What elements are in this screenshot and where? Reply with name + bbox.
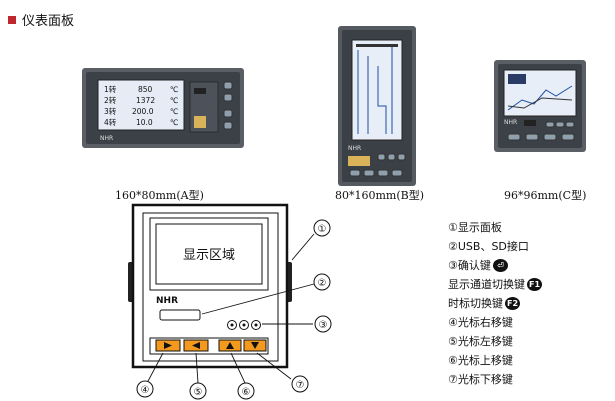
diagram-brand: NHR — [156, 296, 178, 306]
callout-1: ① — [318, 224, 327, 235]
legend-item-1: ①显示面板 — [448, 221, 502, 234]
legend-item-3: ③确认键⏎ — [448, 256, 542, 275]
diagram-left-arrow-icon — [192, 342, 200, 349]
legend-item-7: ⑦光标下移键 — [448, 373, 513, 386]
device-b-key5[interactable] — [363, 169, 375, 177]
device-a-key1[interactable] — [223, 81, 233, 90]
device-a-row1-val: 850 — [138, 85, 153, 94]
device-a-row3-ch: 3转 — [104, 106, 117, 116]
device-a-row3-val: 200.0 — [132, 107, 154, 116]
device-a-row2-ch: 2转 — [104, 95, 117, 105]
device-b-key6[interactable] — [377, 169, 389, 177]
device-a-row3-unit: ℃ — [170, 107, 178, 116]
device-a-row4-val: 10.0 — [136, 118, 153, 127]
device-a-key2[interactable] — [223, 93, 233, 102]
diagram-down-arrow-icon — [251, 342, 259, 349]
section-bullet-icon — [8, 15, 16, 24]
device-a-row2-unit: ℃ — [170, 96, 178, 105]
callout-3: ③ — [319, 320, 328, 331]
device-a-key3[interactable] — [223, 109, 233, 118]
callout-4: ④ — [141, 385, 150, 396]
confirm-key-icon: ⏎ — [492, 259, 508, 272]
device-a-row1-ch: 1转 — [104, 84, 117, 94]
legend-item-2: ②USB、SD接口 — [448, 240, 529, 253]
device-b-key2[interactable] — [387, 153, 396, 161]
diagram-display-label: 显示区域 — [183, 248, 235, 263]
device-a-row1-unit: ℃ — [170, 85, 178, 94]
device-c-key1[interactable] — [545, 121, 555, 128]
diagram-usb-sd-slot — [159, 309, 201, 321]
device-b-key3[interactable] — [397, 153, 406, 161]
callout-2: ② — [318, 278, 327, 289]
device-a-caption: 160*80mm(A型) — [115, 189, 204, 202]
device-c-caption: 96*96mm(C型) — [504, 189, 587, 202]
device-a-sd-slot — [194, 116, 206, 128]
callout-6: ⑥ — [242, 387, 251, 398]
device-a-row4-unit: ℃ — [170, 118, 178, 127]
device-a-usb-port — [194, 88, 206, 94]
device-b-key1[interactable] — [377, 153, 386, 161]
section-title: 仪表面板 — [8, 10, 74, 29]
panel-diagram: 显示区域 NHR ① ② — [128, 203, 332, 400]
device-a-key4[interactable] — [223, 121, 233, 130]
device-a-row2-val: 1372 — [136, 96, 155, 105]
device-c-key3[interactable] — [565, 121, 575, 128]
device-c-brand: NHR — [504, 119, 517, 126]
device-a-brand: NHR — [100, 135, 113, 142]
callout-7: ⑦ — [296, 380, 305, 391]
device-b-key7[interactable] — [391, 169, 403, 177]
device-c-photo: NHR — [494, 60, 586, 152]
diagram-right-arrow-icon — [164, 342, 172, 349]
device-c-usb-port — [524, 120, 536, 126]
section-title-text: 仪表面板 — [22, 14, 75, 29]
legend-item-4: ④光标右移键 — [448, 316, 513, 329]
device-a-screen — [97, 79, 185, 131]
device-c-key6[interactable] — [543, 133, 557, 141]
device-b-brand: NHR — [348, 145, 361, 152]
legend-item-5: ⑤光标左移键 — [448, 335, 513, 348]
device-b-sd-slot — [348, 156, 370, 166]
device-a-photo: 1转 850 ℃ 2转 1372 ℃ 3转 200.0 ℃ 4转 10.0 ℃ … — [82, 68, 244, 148]
device-c-key2[interactable] — [555, 121, 565, 128]
device-c-key5[interactable] — [525, 133, 539, 141]
device-b-photo: NHR — [338, 26, 416, 186]
device-c-key4[interactable] — [507, 133, 521, 141]
device-b-caption: 80*160mm(B型) — [335, 189, 425, 202]
legend-item-6: ⑥光标上移键 — [448, 354, 513, 367]
diagram-up-arrow-icon — [226, 342, 234, 349]
device-b-key4[interactable] — [349, 169, 361, 177]
device-b-screen — [351, 39, 403, 141]
f2-key-icon: F2 — [505, 297, 520, 310]
device-c-key7[interactable] — [561, 133, 575, 141]
callout-5: ⑤ — [194, 387, 203, 398]
diagram-display-panel — [155, 223, 263, 285]
device-a-row4-ch: 4转 — [104, 117, 117, 127]
f1-key-icon: F1 — [527, 278, 542, 291]
